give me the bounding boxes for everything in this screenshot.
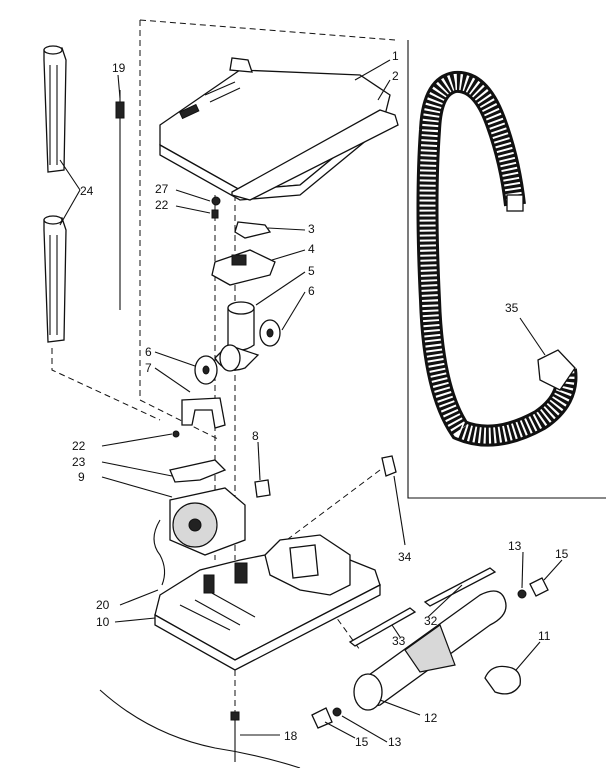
gasket-part-6-right — [259, 319, 281, 347]
label-23: 23 — [72, 455, 86, 469]
assembly-line-left — [139, 20, 221, 441]
label-13-lower: 13 — [388, 735, 402, 749]
label-20: 20 — [96, 598, 110, 612]
spring-rod-part-19 — [115, 90, 125, 310]
hose-box-border — [407, 40, 606, 499]
label-34: 34 — [398, 550, 412, 564]
hose-part-35 — [416, 70, 578, 447]
bolt-part-18 — [230, 711, 240, 762]
label-4: 4 — [308, 242, 315, 256]
label-22-upper: 22 — [155, 198, 169, 212]
label-22-lower: 22 — [72, 439, 86, 453]
nut-part-15-upper — [529, 577, 549, 597]
clip-part-34 — [381, 455, 397, 477]
label-18: 18 — [284, 729, 298, 743]
label-15-lower: 15 — [355, 735, 369, 749]
label-1: 1 — [392, 49, 399, 63]
assembly-line-top — [139, 19, 396, 41]
cap-part-11 — [484, 665, 521, 695]
label-35: 35 — [505, 301, 519, 315]
label-2: 2 — [392, 69, 399, 83]
base-housing-part-10 — [154, 534, 381, 671]
label-3: 3 — [308, 222, 315, 236]
top-cover-part-1 — [159, 57, 391, 201]
switch-part-4 — [211, 249, 276, 286]
callout-labels: 1 2 19 24 27 22 3 4 5 6 6 7 22 23 9 8 34… — [72, 49, 569, 749]
cover-gasket-part-2 — [231, 109, 399, 201]
label-8: 8 — [252, 429, 259, 443]
label-6-right: 6 — [308, 284, 315, 298]
gasket-part-6-left — [194, 355, 218, 385]
screw-part-22-lower — [172, 430, 180, 438]
clip-part-8 — [254, 479, 271, 498]
washer-part-13-upper — [517, 589, 527, 599]
motor-part-9 — [153, 487, 246, 586]
brush-strip-part-33 — [348, 607, 417, 647]
screw-part-22 — [211, 209, 219, 219]
label-10: 10 — [96, 615, 110, 629]
label-27: 27 — [155, 182, 169, 196]
nozzle-part-12 — [353, 590, 507, 711]
fastener-part-27 — [211, 196, 221, 206]
leader-lines — [59, 59, 563, 743]
label-5: 5 — [308, 264, 315, 278]
wand-tubes-part-24 — [43, 45, 67, 343]
clip-part-3 — [234, 221, 272, 239]
label-6-left: 6 — [145, 345, 152, 359]
gasket-disc — [219, 344, 241, 372]
label-7: 7 — [145, 361, 152, 375]
label-19: 19 — [112, 61, 126, 75]
label-9: 9 — [78, 470, 85, 484]
label-33: 33 — [392, 634, 406, 648]
assembly-line-wand — [51, 348, 161, 421]
label-32: 32 — [424, 614, 438, 628]
bracket-part-23 — [169, 459, 227, 483]
label-15-upper: 15 — [555, 547, 569, 561]
label-12: 12 — [424, 711, 438, 725]
washer-part-13-lower — [332, 707, 342, 717]
nut-part-15-lower — [311, 707, 333, 729]
label-24: 24 — [80, 184, 94, 198]
label-13-upper: 13 — [508, 539, 522, 553]
power-cord-sketch — [99, 689, 301, 768]
label-11: 11 — [538, 629, 551, 643]
bracket-part-7 — [181, 397, 226, 429]
